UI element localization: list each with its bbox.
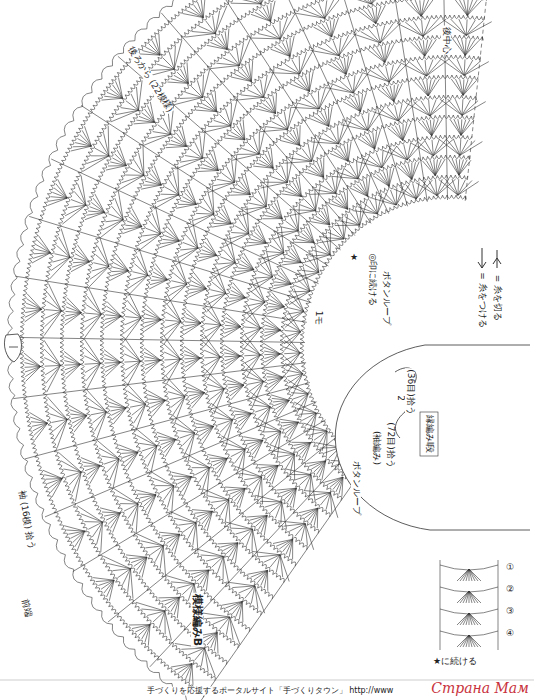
button-sketch: [4, 334, 21, 362]
button-loop-label: ボタンループ: [351, 460, 361, 516]
repeat-label: 1モ: [313, 310, 323, 327]
join-note: ◎印に続ける: [367, 253, 377, 308]
border-row-label: 縁編みⅠ段: [424, 414, 434, 455]
row-number: ③: [505, 607, 515, 617]
row-number: ④: [505, 629, 515, 639]
sleeve-pickup-note: 袖 (16模) 拾う: [16, 489, 37, 552]
join-mark: ★: [349, 253, 359, 263]
sleeve-pointer: [395, 368, 416, 438]
row-number: 2: [395, 394, 405, 402]
watermark: Страна Мам: [430, 681, 530, 696]
legend-text: = 糸をつける: [477, 271, 487, 328]
center-mark: 後中心: [441, 26, 451, 55]
join-note: ★に続ける: [432, 657, 478, 667]
cut-yarn-symbol: [493, 250, 501, 268]
row-number: ②: [505, 585, 515, 595]
legend-text: = 糸を切る: [492, 274, 502, 322]
stitch-count: (72目)拾う: [385, 421, 395, 468]
button-loop-label: ボタンループ: [381, 270, 391, 326]
attach-yarn-symbol: [478, 248, 486, 268]
sleeve-sector: [335, 345, 530, 530]
sleeve-label: (袖編み): [371, 430, 381, 466]
footer-credit: 手づくりを応援するポータルサイト「手づくりタウン」 http://www: [146, 687, 395, 696]
front-edge-label: 前端: [19, 597, 34, 619]
pattern-strip: [440, 560, 498, 650]
stitch-count: (36目)拾う: [405, 368, 415, 415]
row-number: ①: [505, 563, 515, 573]
back-center-line: [465, 0, 496, 201]
chart-title: 模様編みB: [191, 593, 203, 647]
row-box: [420, 412, 438, 456]
strip-strokes: [440, 560, 498, 650]
